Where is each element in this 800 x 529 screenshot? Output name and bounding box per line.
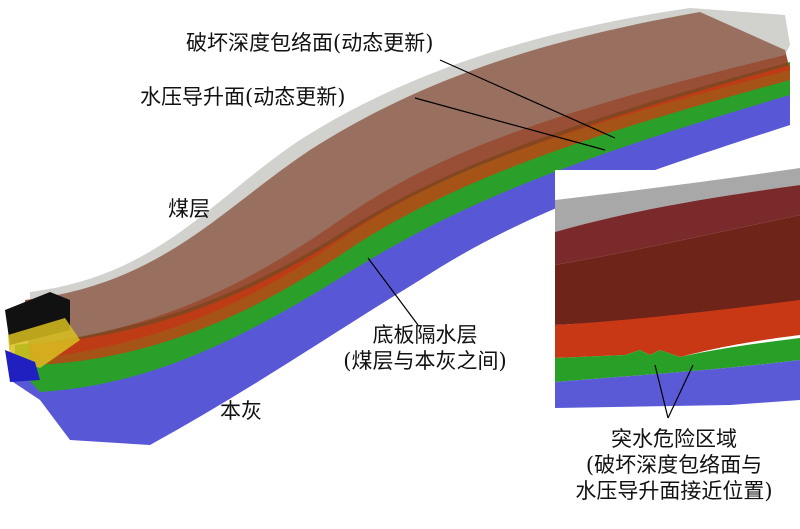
label-aquiclude: 底板隔水层 (煤层与本灰之间) [300,322,550,374]
label-coal-seam: 煤层 [168,197,210,221]
label-water-rise: 水压导升面(动态更新) [140,85,346,109]
coal-seam-layer [30,8,790,345]
label-danger-line1: 突水危险区域 [611,427,737,451]
end-block-yellow [8,318,80,368]
label-danger-line2: (破坏深度包络面与 [585,453,763,477]
label-failure-envelope: 破坏深度包络面(动态更新) [186,31,434,55]
label-aquiclude-line1: 底板隔水层 [372,323,478,347]
end-block-blue [5,350,40,382]
failure-envelope-surface [25,12,790,360]
leader-water [414,97,606,151]
inset-zoom [555,168,800,419]
label-danger-zone: 突水危险区域 (破坏深度包络面与 水压导升面接近位置) [548,426,800,504]
water-rise-surface [30,65,790,365]
leader-failure [439,59,616,139]
label-danger-line3: 水压导升面接近位置) [575,479,773,503]
label-aquiclude-line2: (煤层与本灰之间) [343,349,507,373]
label-limestone: 本灰 [220,399,262,423]
leader-aquiclude [367,257,419,326]
